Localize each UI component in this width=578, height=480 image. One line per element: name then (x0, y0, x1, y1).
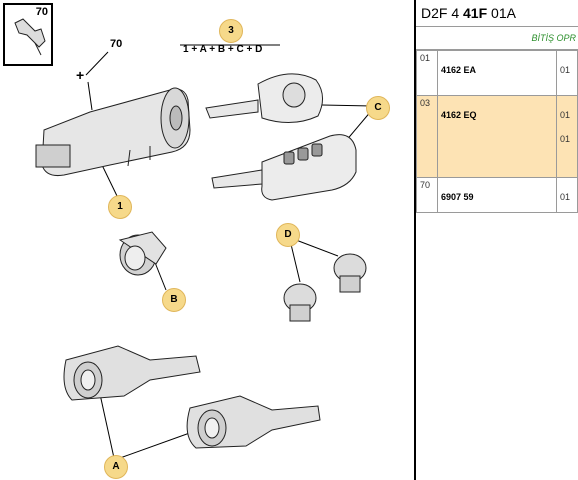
row-reference[interactable]: 6907 59 (437, 177, 557, 213)
ignition-lock-part (35, 87, 191, 176)
row-quantity: 01 (556, 50, 578, 96)
row-quantity: 01 (556, 177, 578, 213)
code-suffix: 01A (487, 5, 516, 21)
row-reference[interactable]: 4162 EQ (437, 95, 557, 178)
qty-value: 01 (560, 134, 571, 144)
parts-table: 01 4162 EA 01 03 4162 EQ 01 01 70 6907 59… (416, 50, 578, 213)
row-quantity: 01 01 (556, 95, 578, 178)
formula-label: 1 + A + B + C + D (183, 44, 263, 55)
table-row[interactable]: 70 6907 59 01 (416, 177, 578, 213)
badge-B[interactable]: B (162, 288, 186, 312)
bolt-icon (14, 18, 46, 56)
code-prefix: D2F 4 (421, 5, 464, 21)
door-cylinder-part (283, 253, 367, 322)
thumbnail-number: 70 (35, 6, 48, 18)
row-index: 03 (416, 95, 438, 178)
badge-C[interactable]: C (366, 96, 390, 120)
qty-value: 01 (560, 110, 571, 120)
door-lock-part (63, 345, 321, 449)
badge-3[interactable]: 3 (219, 19, 243, 43)
row-index: 70 (416, 177, 438, 213)
svg-text:+: + (76, 67, 84, 83)
badge-D[interactable]: D (276, 223, 300, 247)
key-part (205, 73, 357, 201)
qty-value: 01 (560, 192, 571, 202)
part-70-label: 70 (110, 38, 123, 50)
table-row-selected[interactable]: 03 4162 EQ 01 01 (416, 95, 578, 178)
trunk-lock-part (118, 231, 167, 276)
row-reference[interactable]: 4162 EA (437, 50, 557, 96)
assembly-code: D2F 4 41F 01A (416, 0, 578, 27)
assembly-subtitle: BİTİŞ OPR (416, 27, 578, 50)
parts-diagram: + (3, 0, 416, 480)
qty-value: 01 (560, 65, 571, 75)
table-row[interactable]: 01 4162 EA 01 (416, 50, 578, 96)
parts-list-panel: D2F 4 41F 01A BİTİŞ OPR 01 4162 EA 01 03… (416, 0, 578, 480)
badge-A[interactable]: A (104, 455, 128, 479)
exploded-view-drawing: + (35, 44, 373, 459)
part-70-thumbnail[interactable]: 70 (3, 3, 53, 66)
badge-1[interactable]: 1 (108, 195, 132, 219)
row-index: 01 (416, 50, 438, 96)
code-bold: 41F (463, 5, 488, 21)
